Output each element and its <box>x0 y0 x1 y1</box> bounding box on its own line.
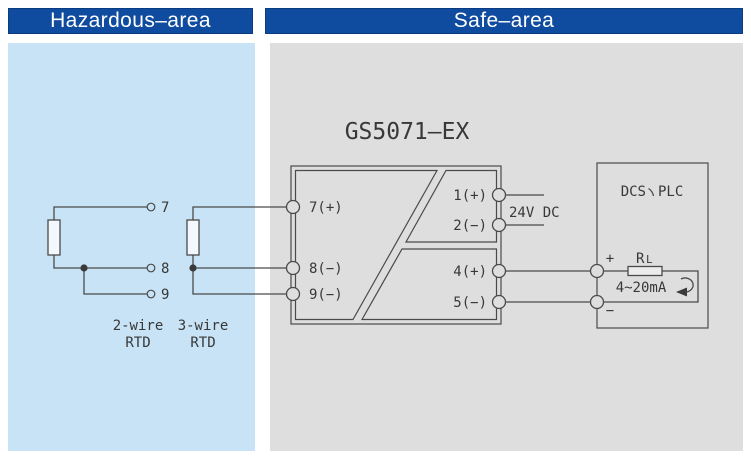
module-terminal-1-label: 1(+) <box>453 188 487 204</box>
rtd3-wire-7 <box>192 206 288 220</box>
module-terminal-8 <box>285 260 301 276</box>
module-terminal-2-label: 2(−) <box>453 218 487 234</box>
rtd3-caption-line1: 3-wire <box>178 318 229 334</box>
rtd2-wire-7 <box>53 206 147 220</box>
hazardous-area-header-label: Hazardous–area <box>50 9 211 32</box>
dcs-title-left: DCS <box>621 184 646 200</box>
module-terminal-2 <box>491 217 507 233</box>
dcs-plc-box: DCS PLC + − R L 4~20mA <box>589 162 709 329</box>
module-terminal-4 <box>491 263 507 279</box>
rtd3-wire-9 <box>192 268 288 295</box>
module-terminal-1 <box>491 187 507 203</box>
dcs-terminal-minus <box>589 294 605 310</box>
terminal-number-8: 8 <box>161 261 169 277</box>
rtd3-caption-line2: RTD <box>190 335 215 351</box>
module-power-section <box>404 169 498 243</box>
safe-area-panel <box>270 43 743 451</box>
module-terminal-9-label: 9(−) <box>309 287 343 303</box>
plus-sign: + <box>606 251 614 267</box>
arrow-arc <box>680 277 694 293</box>
dcs-title-right: PLC <box>658 184 683 200</box>
arrow-head <box>676 287 687 297</box>
module-terminal-7-label: 7(+) <box>309 200 343 216</box>
terminal-number-7: 7 <box>161 200 169 216</box>
two-wire-rtd: 7 8 9 2-wire RTD <box>47 200 169 351</box>
module-title: GS5071—EX <box>345 119 470 145</box>
rtd2-wire-9 <box>83 268 147 295</box>
rtd3-wire-8 <box>192 255 288 269</box>
dcs-terminal-plus <box>589 263 605 279</box>
rtd2-resistor <box>47 219 61 256</box>
current-range-label: 4~20mA <box>616 280 667 296</box>
module-terminal-9 <box>285 286 301 302</box>
rtd2-caption-line2: RTD <box>125 335 150 351</box>
safe-area-header: Safe–area <box>265 8 743 34</box>
module-output-section <box>360 248 498 321</box>
ideographic-comma-glyph <box>648 187 655 197</box>
load-resistor-label-r: R <box>636 251 645 267</box>
module-outer-border <box>290 165 502 325</box>
minus-sign: − <box>606 303 614 319</box>
current-direction-arrow-icon <box>676 277 694 297</box>
rtd2-junction-dot <box>80 264 88 272</box>
module-terminal-8-label: 8(−) <box>309 261 343 277</box>
load-resistor-label-sub: L <box>646 253 653 266</box>
terminal-number-9: 9 <box>161 287 169 303</box>
module-terminal-7 <box>285 199 301 215</box>
hazardous-area-header: Hazardous–area <box>8 8 253 34</box>
dcs-box-border <box>596 162 709 329</box>
module-terminal-5-label: 5(−) <box>453 295 487 311</box>
load-resistor <box>627 265 663 277</box>
module-terminal-4-label: 4(+) <box>453 264 487 280</box>
terminal-open-8 <box>146 263 156 273</box>
rtd3-junction-dot <box>189 264 197 272</box>
three-wire-rtd: 3-wire RTD <box>178 206 288 351</box>
rtd2-wire-8 <box>53 255 147 269</box>
safe-area-header-label: Safe–area <box>453 9 555 32</box>
power-supply: 24V DC <box>505 194 560 226</box>
rtd3-resistor <box>186 219 200 256</box>
terminal-open-9 <box>146 289 156 299</box>
terminal-open-7 <box>146 202 156 212</box>
isolator-module: GS5071—EX 7(+) 8(−) 9(−) 1(+) 2(−) 4(+) … <box>285 119 507 325</box>
power-supply-label: 24V DC <box>509 205 560 221</box>
module-terminal-5 <box>491 294 507 310</box>
rtd2-caption-line1: 2-wire <box>113 318 164 334</box>
